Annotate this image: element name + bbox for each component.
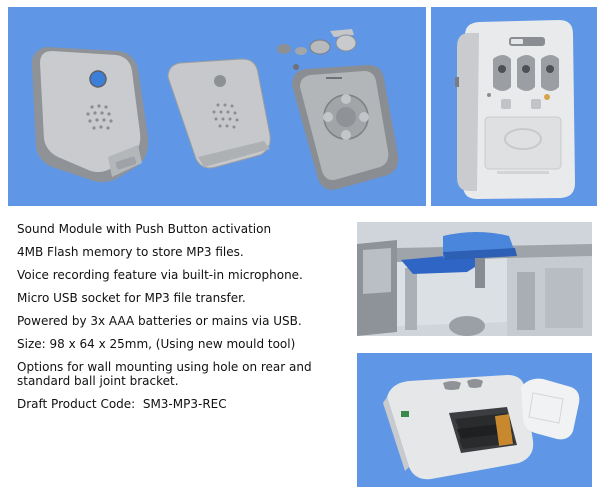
button-parts bbox=[277, 29, 357, 70]
cross-section-image bbox=[357, 222, 592, 336]
cross-section-panel bbox=[357, 222, 592, 336]
spec-item: Voice recording feature via built-in mic… bbox=[17, 268, 303, 282]
rear-view-image bbox=[455, 20, 575, 199]
battery-compartment bbox=[449, 407, 517, 453]
battery-cover bbox=[521, 378, 580, 440]
spec-item: Micro USB socket for MP3 file transfer. bbox=[17, 291, 246, 305]
exploded-render-panel bbox=[8, 7, 426, 206]
spec-list: Sound Module with Push Button activation… bbox=[17, 222, 347, 420]
spec-item: Options for wall mounting using hole on … bbox=[17, 360, 316, 388]
battery-view-panel bbox=[357, 353, 592, 487]
wall-mount-slots bbox=[493, 55, 559, 91]
assembled-module bbox=[31, 47, 149, 182]
front-cover bbox=[167, 58, 271, 169]
push-button-cross-section bbox=[401, 232, 517, 288]
exploded-render-image bbox=[31, 29, 399, 190]
spec-item: Draft Product Code: SM3-MP3-REC bbox=[17, 397, 227, 411]
spec-item: Powered by 3x AAA batteries or mains via… bbox=[17, 314, 302, 328]
spec-item: 4MB Flash memory to store MP3 files. bbox=[17, 245, 244, 259]
rear-view-panel bbox=[431, 7, 597, 206]
spec-item: Size: 98 x 64 x 25mm, (Using new mould t… bbox=[17, 337, 296, 351]
rear-chassis bbox=[292, 65, 399, 190]
battery-view-image bbox=[383, 375, 580, 480]
spec-item: Sound Module with Push Button activation bbox=[17, 222, 272, 236]
